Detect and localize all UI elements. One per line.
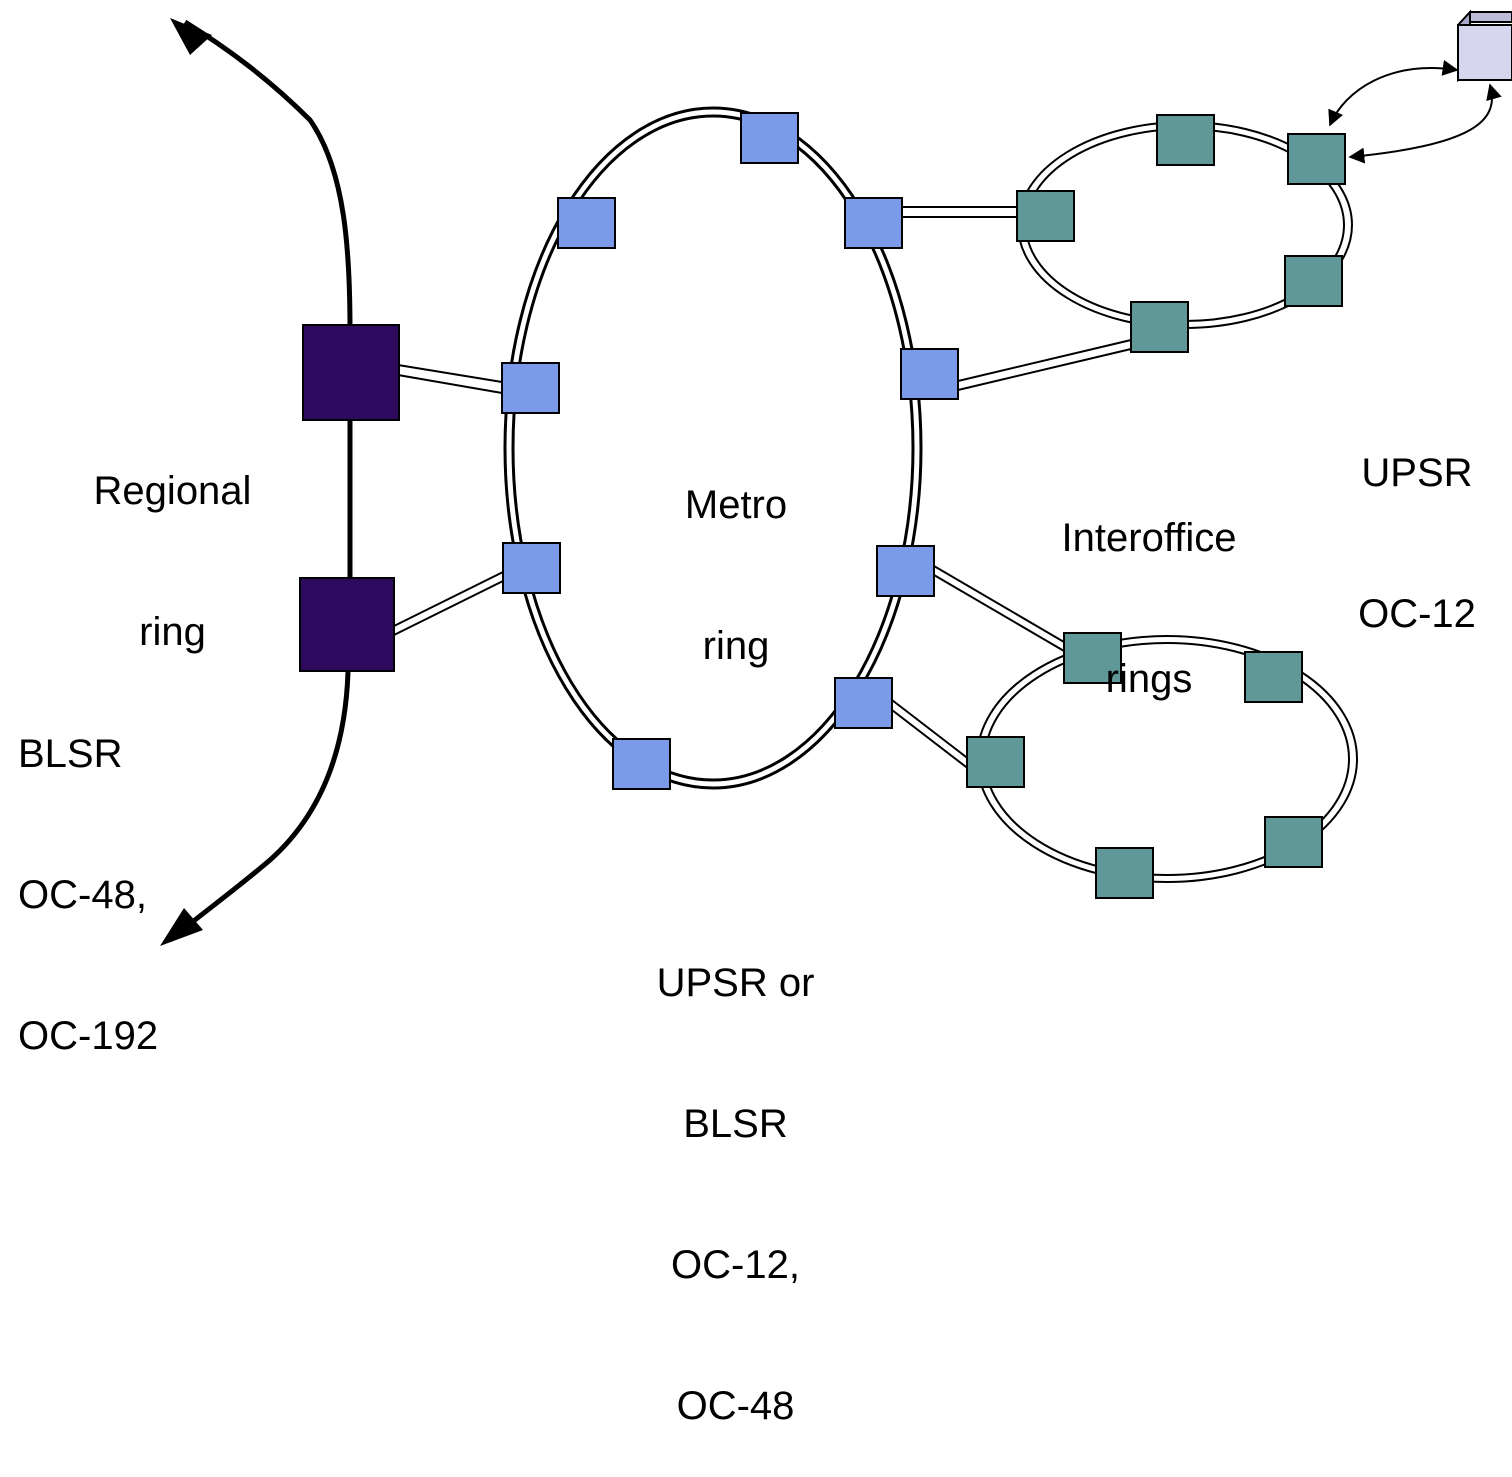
interoffice-node [1244, 651, 1303, 703]
metro-node [557, 197, 616, 249]
metro-node [502, 542, 561, 594]
metro-node [900, 348, 959, 400]
interoffice-rings-label: Interoffice rings [1061, 516, 1237, 701]
regional-node [299, 577, 395, 672]
metro-ring [503, 106, 923, 790]
metro-protocol-label: UPSR or BLSR OC-12, OC-48 [656, 961, 815, 1428]
ring-interconnects [393, 206, 1132, 771]
interoffice-node [1016, 190, 1075, 242]
metro-node [844, 197, 903, 249]
metro-ring-label: Metro ring [684, 483, 788, 668]
regional-ring-label: Regional ring [93, 469, 252, 654]
host-links [1328, 59, 1502, 164]
interoffice-node [1284, 255, 1343, 307]
metro-node [834, 677, 893, 729]
upsr-label: UPSR OC-12 [1358, 451, 1476, 636]
interoffice-node [1095, 847, 1154, 899]
regional-ring-path [160, 18, 353, 946]
arrow-head-icon [160, 908, 203, 946]
sonet-ring-diagram [160, 9, 1512, 946]
interoffice-nodes [966, 114, 1346, 899]
interoffice-node [1130, 301, 1189, 353]
interoffice-node [1063, 632, 1122, 684]
arrow-head-icon [170, 18, 212, 55]
interoffice-node [1156, 114, 1215, 166]
metro-nodes [501, 112, 959, 790]
interoffice-node [1287, 133, 1346, 185]
metro-node [876, 545, 935, 597]
metro-node [501, 362, 560, 414]
metro-node [740, 112, 799, 164]
regional-node [302, 324, 400, 421]
interoffice-node [1264, 816, 1323, 868]
regional-nodes [299, 324, 400, 672]
blsr-label: BLSR OC-48, OC-192 [18, 732, 159, 1058]
interoffice-node [966, 736, 1025, 788]
cube-icon [1457, 9, 1512, 83]
metro-node [612, 738, 671, 790]
